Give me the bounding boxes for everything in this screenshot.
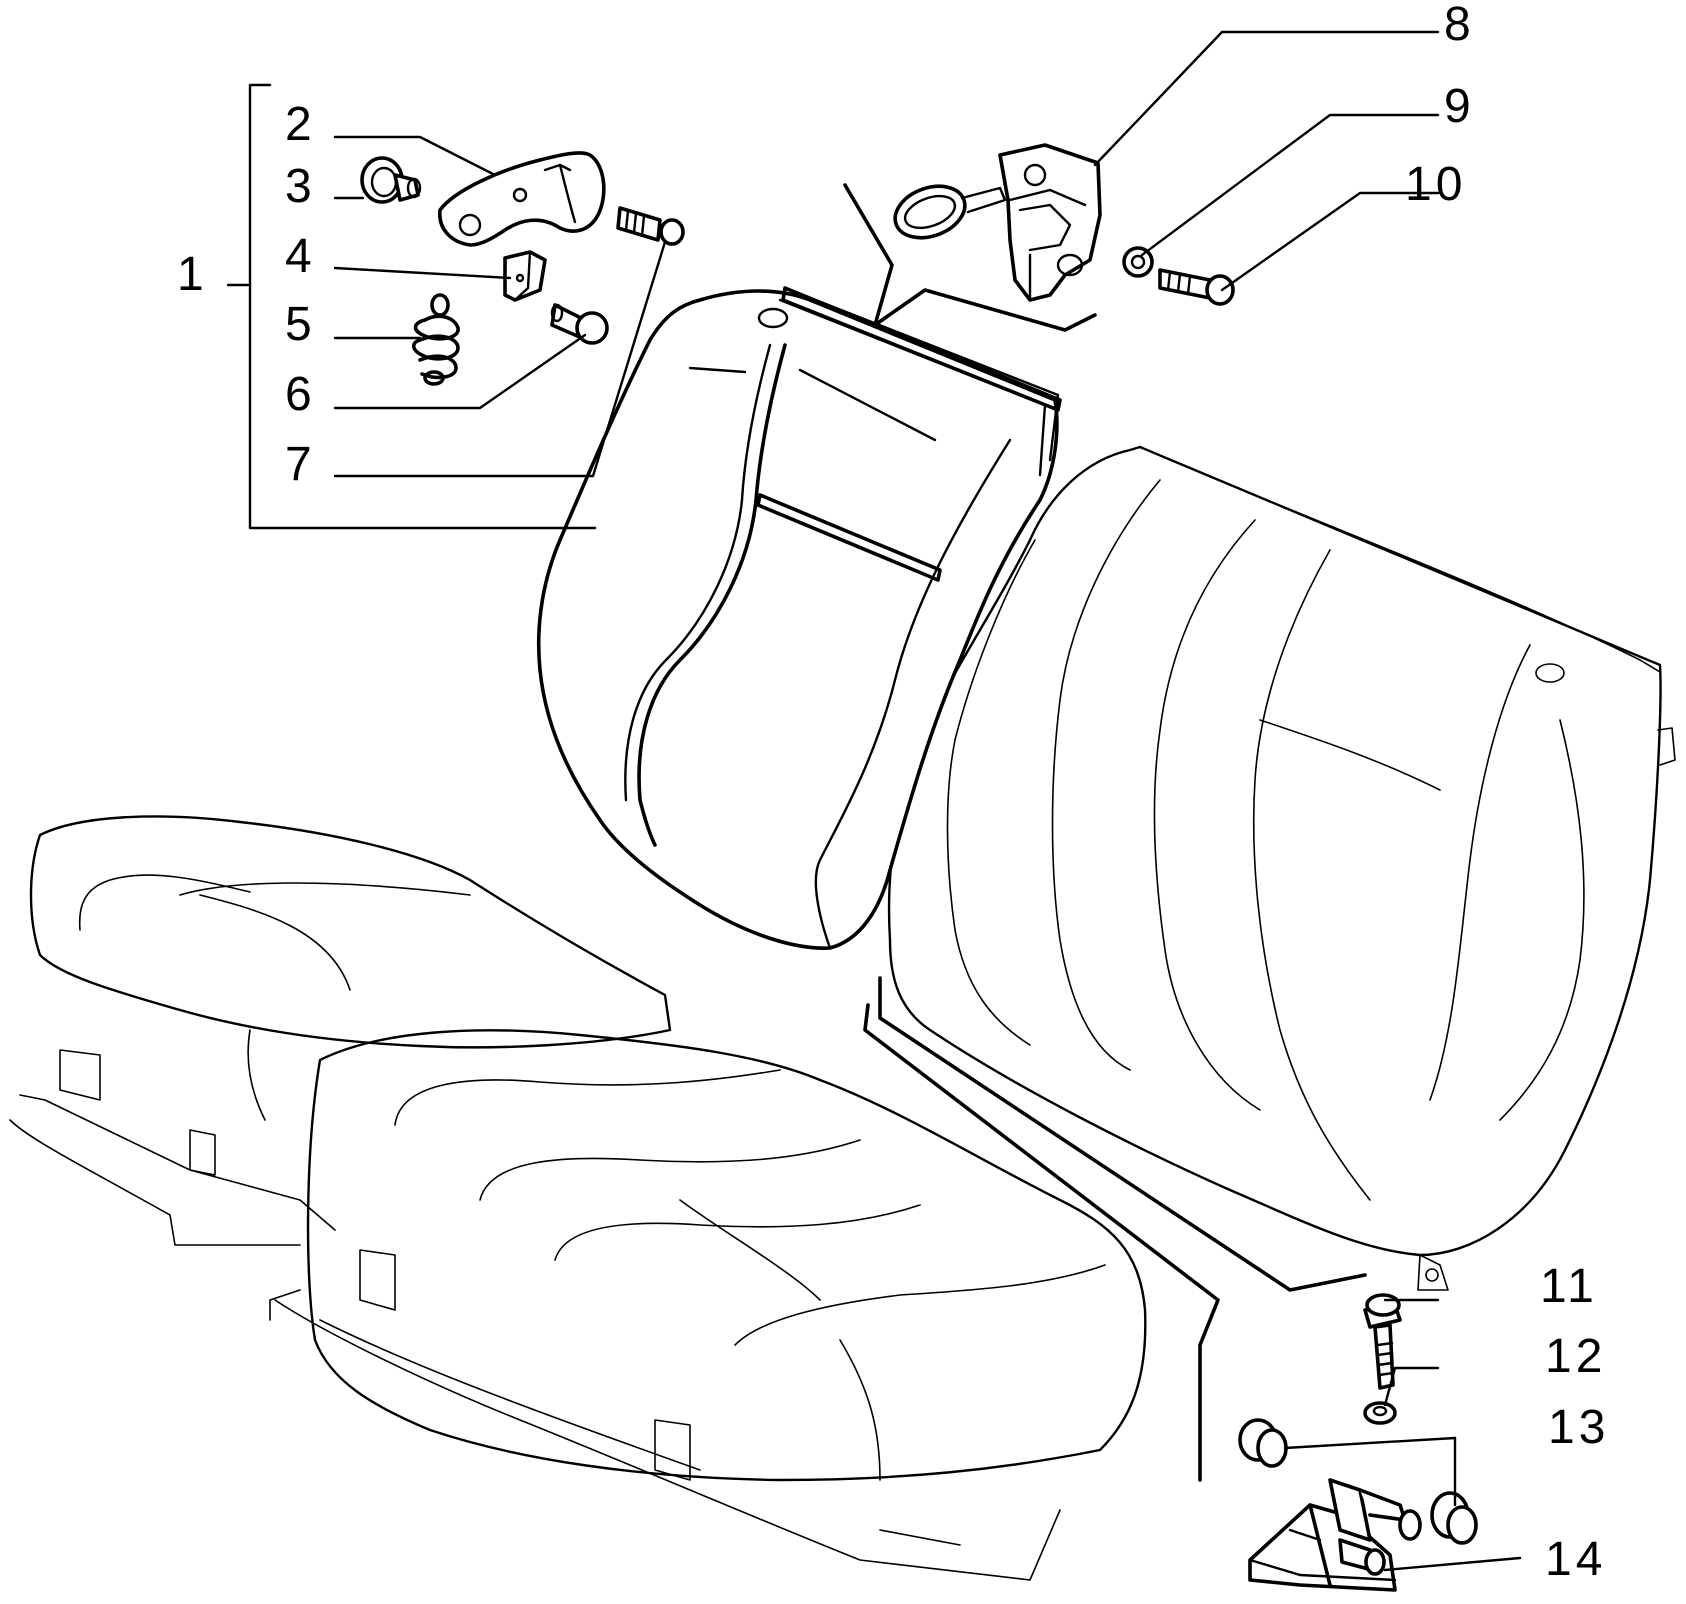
callout-14: 14 — [1545, 1533, 1606, 1586]
bracket-lower-b — [863, 1003, 1220, 1482]
part-bolt-10 — [1158, 268, 1235, 306]
leader-9 — [1140, 113, 1440, 257]
bracket-lower-a — [878, 976, 1367, 1292]
bracket-group-1 — [248, 83, 597, 530]
callout-2: 2 — [285, 98, 316, 151]
callout-10: 10 — [1405, 158, 1466, 211]
center-seat-cushion — [269, 1029, 1147, 1581]
part-bolt-11 — [1363, 1293, 1402, 1390]
part-screw — [616, 206, 685, 246]
part-washer-12 — [1363, 1401, 1397, 1425]
callout-5: 5 — [285, 298, 316, 351]
callout-12: 12 — [1545, 1330, 1606, 1383]
leader-7 — [333, 240, 667, 478]
part-clip — [503, 250, 547, 302]
bracket-latch — [843, 183, 1097, 332]
part-bushing-13 — [1238, 1418, 1478, 1545]
callout-labels: 1 2 3 4 5 6 7 8 9 10 11 12 13 14 — [177, 0, 1609, 1586]
center-seat-back — [536, 286, 1062, 950]
leader-14 — [1383, 1556, 1522, 1572]
callout-9: 9 — [1444, 80, 1475, 133]
right-seat-back — [887, 445, 1676, 1291]
part-spring — [411, 293, 460, 386]
part-bracket — [1248, 1478, 1422, 1592]
leader-2 — [333, 135, 497, 177]
leader-13a — [1283, 1436, 1457, 1450]
part-hinge-plate — [438, 151, 606, 247]
left-seat-cushion — [9, 815, 672, 1246]
callout-11: 11 — [1540, 1260, 1598, 1313]
callout-13: 13 — [1548, 1401, 1609, 1454]
part-pin — [550, 303, 609, 345]
part-bushing — [360, 156, 422, 204]
callout-3: 3 — [285, 160, 316, 213]
leader-8 — [1093, 30, 1440, 167]
part-washer-9 — [1122, 246, 1154, 278]
leader-6 — [333, 333, 587, 410]
callout-4: 4 — [285, 230, 316, 283]
callout-7: 7 — [285, 438, 316, 491]
callout-8: 8 — [1444, 0, 1475, 51]
callout-1: 1 — [177, 248, 208, 301]
leader-4 — [333, 266, 512, 280]
part-latch — [893, 143, 1102, 302]
leader-10 — [1220, 191, 1440, 292]
callout-6: 6 — [285, 368, 316, 421]
leader-lines — [226, 30, 1522, 1572]
leader-12 — [1383, 1366, 1440, 1407]
